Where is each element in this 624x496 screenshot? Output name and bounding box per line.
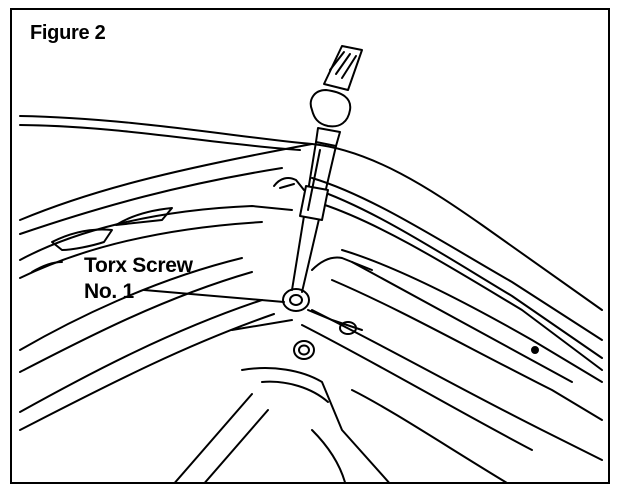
torx-screw-icon [282,288,310,312]
figure-title: Figure 2 [30,22,106,44]
left-frame-contours [19,205,293,431]
mount-bracket [273,177,539,354]
callout-label-line2: No. 1 [84,280,134,303]
track-rails [301,177,603,461]
figure-frame: Figure 2 Torx Screw No. 1 [10,8,610,484]
sunroof-illustration [19,45,603,482]
glass-panel-edge [19,115,603,311]
roof-opening [174,319,508,482]
torx-screwdriver-icon [291,45,363,293]
lower-fastener-icon [293,340,315,360]
callout-label-line1: Torx Screw [84,254,193,277]
callout-leader-line [143,289,285,303]
